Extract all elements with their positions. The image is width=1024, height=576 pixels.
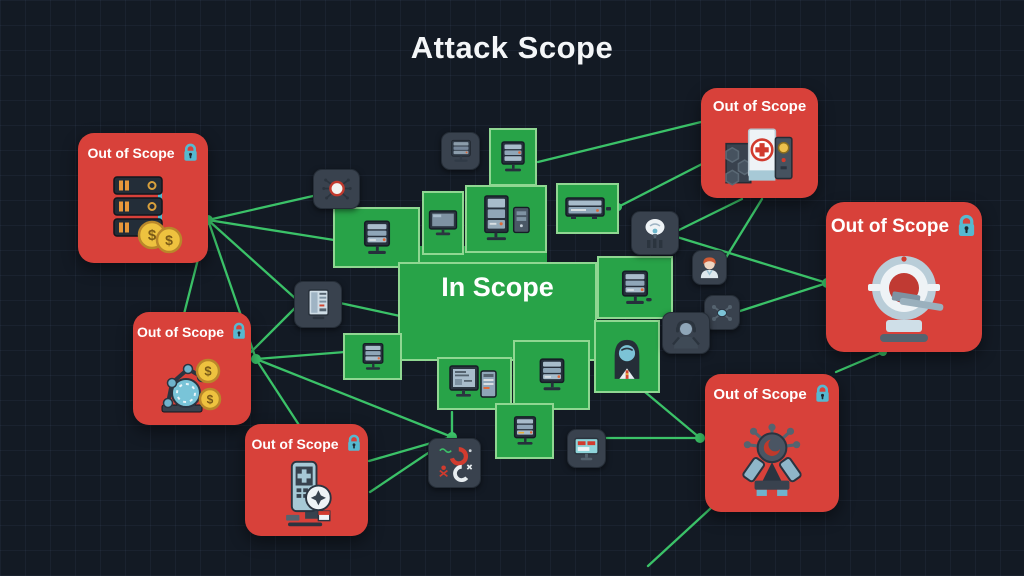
in-scope-tile-server-se [513,340,590,410]
node-alert-monitor [567,429,606,468]
node-analyst-headset [662,312,710,354]
node-drone [704,295,740,330]
node-threat-gauges [428,438,481,488]
in-scope-label: In Scope [441,272,554,302]
wide-server-icon [563,191,613,227]
server-icon [357,341,389,373]
server-icon [533,356,571,394]
in-scope-center: In Scope [398,262,597,361]
tablet-records-icon [301,287,336,322]
server-tower-icon [475,194,537,244]
card-label: Out of Scope [87,145,175,161]
node-gray-server [441,132,480,170]
server-icon [508,414,542,448]
hooded-person-icon [608,333,646,381]
page-title: Attack Scope [410,30,614,65]
svg-text:$: $ [165,232,173,248]
in-scope-tile-server-bottom [495,403,554,459]
out-of-scope-card-mri: Out of Scope [826,202,982,352]
in-scope-tile-server-east [597,256,673,319]
in-scope-tile-hooded-person [594,320,660,393]
out-of-scope-card-medical-kiosk: Out of Scope [245,424,368,536]
in-scope-tile-server-sw [343,333,402,380]
node-smart-lamp-device [631,211,679,255]
in-scope-tile-server-tower [465,185,547,253]
in-scope-tile-monitor [422,191,464,255]
lock-icon [956,214,977,239]
lock-icon [182,143,199,163]
monitor-icon [425,208,461,239]
virus-robotic-claws-icon [732,419,812,497]
threat-gauges-icon [435,444,475,482]
robotic-arm-finance-icon: $$ [156,347,228,419]
server-icon [615,268,655,308]
svg-text:$: $ [204,364,212,379]
database-servers-money-icon: $$ [101,171,185,255]
svg-text:$: $ [148,227,157,244]
smart-lamp-device-icon [638,217,672,250]
lock-icon [814,384,831,404]
in-scope-tile-server-top [489,128,537,186]
in-scope-tile-workstation [437,357,512,410]
alert-monitor-icon [572,435,601,463]
lock-icon [346,434,362,453]
medical-kiosk-icon [276,458,338,532]
medical-staff-icon [697,255,722,280]
card-label: Out of Scope [830,215,950,237]
card-label: Out of Scope [251,435,339,452]
node-tablet-records [294,281,342,328]
gray-server-icon [447,138,475,165]
in-scope-tile-wide-server [556,183,619,234]
analyst-headset-icon [668,318,704,349]
out-of-scope-card-servers-money: Out of Scope $$ [78,133,208,263]
lock-icon [231,322,247,341]
out-of-scope-card-robotic-finance: Out of Scope $$ [133,312,251,425]
server-icon [357,218,397,258]
card-label: Out of Scope [713,385,807,403]
node-medical-staff [692,250,727,285]
card-label: Out of Scope [136,323,225,340]
card-label: Out of Scope [712,98,807,115]
svg-text:$: $ [207,393,214,407]
server-icon [495,139,531,175]
dual-monitor-icon [447,363,503,405]
node-bug-malware [313,169,360,209]
mri-scanner-icon [855,246,953,346]
medical-supply-cabinet-icon [722,123,798,191]
out-of-scope-card-virus-claws: Out of Scope [705,374,839,512]
in-scope-tile-server-left [333,207,420,268]
bug-malware-icon [320,175,354,204]
drone-icon [709,300,735,326]
out-of-scope-card-medical-cabinet: Out of Scope [701,88,818,198]
